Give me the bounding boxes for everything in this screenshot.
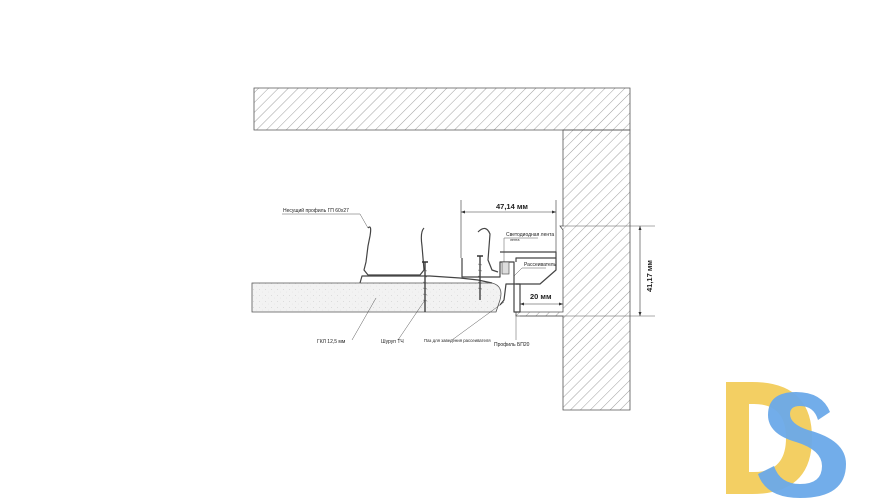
screw-right xyxy=(477,255,483,300)
svg-text:Несущий профиль ГП 60х27: Несущий профиль ГП 60х27 xyxy=(283,207,349,214)
ds-logo: DS xyxy=(726,382,846,498)
screw-left xyxy=(422,261,428,312)
dimension-height-text: 41,17 мм xyxy=(645,260,654,292)
dimension-gap: 20 мм xyxy=(520,292,563,306)
svg-text:лента: лента xyxy=(510,238,519,242)
label-screw: Шуруп ТЧ xyxy=(381,299,426,345)
dimension-width: 47,14 мм xyxy=(460,200,557,258)
dimension-height: 41,17 мм xyxy=(638,226,654,316)
svg-text:Рассеиватель: Рассеиватель xyxy=(524,262,557,268)
ceiling-slab xyxy=(253,87,631,131)
secondary-profile-shape xyxy=(477,227,499,273)
svg-text:Профиль БП20: Профиль БП20 xyxy=(494,342,530,348)
label-led-strip: Светодиодная лента лента xyxy=(503,232,554,262)
svg-text:Паз для заведения рассеивателя: Паз для заведения рассеивателя xyxy=(424,338,491,343)
svg-text:ГКЛ 12,5 мм: ГКЛ 12,5 мм xyxy=(317,339,346,345)
bp20-profile xyxy=(461,258,521,313)
label-drywall: ГКЛ 12,5 мм xyxy=(317,297,377,345)
dimension-width-text: 47,14 мм xyxy=(496,202,528,211)
side-wall xyxy=(515,129,631,411)
svg-text:Светодиодная лента: Светодиодная лента xyxy=(506,232,554,238)
label-main-profile: Несущий профиль ГП 60х27 xyxy=(282,207,369,229)
label-diffuser: Рассеиватель xyxy=(513,262,557,277)
led-housing xyxy=(500,251,557,262)
logo-letter-s xyxy=(758,392,846,498)
drywall-board xyxy=(251,282,502,313)
label-profile: Профиль БП20 xyxy=(494,314,530,348)
label-curtain-gap: Паз для заведения рассеивателя xyxy=(424,301,505,343)
diffuser-shape xyxy=(516,258,557,285)
main-profile-shape xyxy=(363,226,425,276)
dimension-gap-text: 20 мм xyxy=(530,292,552,301)
svg-text:Шуруп ТЧ: Шуруп ТЧ xyxy=(381,339,404,345)
led-strip-block xyxy=(501,261,510,275)
